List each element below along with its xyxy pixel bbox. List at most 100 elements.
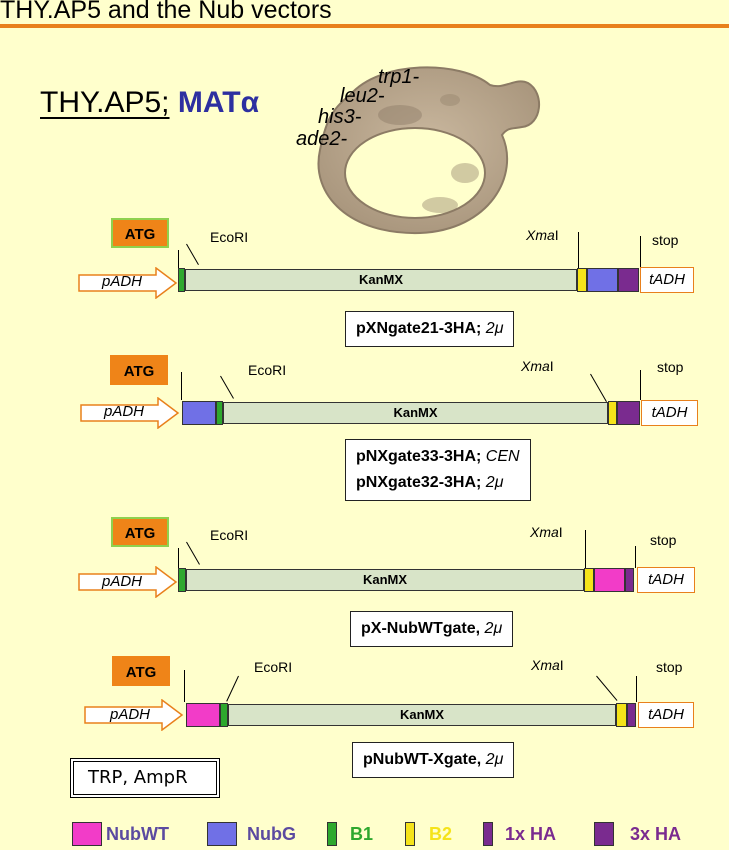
b2-block — [584, 568, 594, 592]
promoter-label: pADH — [102, 273, 143, 290]
promoter-arrow-2 — [80, 397, 180, 429]
xmai-italic: Xma — [521, 358, 550, 374]
ha-block — [627, 703, 636, 727]
gene-his3: his3- — [318, 106, 362, 128]
copy-number-alt: 2μ — [481, 474, 504, 491]
atg-pointer — [178, 250, 179, 268]
stop-label: stop — [657, 359, 684, 375]
b2-block — [616, 703, 627, 727]
construct-name: pXNgate21-3HA; — [356, 320, 482, 337]
selection-marker-box: TRP, AmpR — [70, 758, 220, 798]
ecori-pointer — [186, 243, 199, 266]
xmai-roman: I — [559, 657, 564, 673]
xmai-label: XmaI — [526, 227, 559, 243]
ecori-label: EcoRI — [210, 527, 249, 543]
xmai-label: XmaI — [521, 358, 554, 374]
ecori-label: EcoRI — [210, 229, 249, 245]
ecori-pointer — [226, 675, 239, 702]
construct-name-4: pNubWT-Xgate, 2μ — [352, 742, 515, 778]
ha-block — [618, 268, 639, 292]
promoter-arrow-1 — [78, 267, 178, 299]
terminator-box: tADH — [638, 702, 694, 728]
page-title: THY.AP5 and the Nub vectors — [0, 0, 332, 24]
nubg-block — [587, 268, 618, 292]
construct-name-alt: pNXgate32-3HA; — [356, 474, 482, 491]
xmai-italic: Xma — [526, 227, 555, 243]
construct-name: pNXgate33-3HA; — [356, 448, 482, 465]
b1-block — [178, 268, 185, 292]
ecori-label: EcoRI — [254, 659, 293, 675]
nubwt-block — [594, 568, 625, 592]
legend-label-b2: B2 — [429, 824, 453, 844]
legend-swatch-nubg — [207, 822, 237, 846]
atg-pointer — [181, 372, 182, 400]
legend-swatch-3xha — [594, 822, 614, 846]
construct-name-2: pNXgate33-3HA; CEN pNXgate32-3HA; 2μ — [345, 439, 531, 501]
atg-box: ATG — [110, 355, 168, 385]
atg-pointer — [178, 548, 179, 568]
xmai-pointer — [578, 232, 579, 268]
xmai-pointer — [590, 373, 607, 402]
copy-number: CEN — [481, 448, 520, 465]
terminator-box: tADH — [641, 400, 698, 426]
atg-box: ATG — [111, 218, 169, 248]
xmai-roman: I — [558, 524, 563, 540]
ecori-pointer — [186, 541, 200, 565]
atg-box: ATG — [111, 517, 169, 547]
gene-leu2: leu2- — [340, 85, 385, 107]
yeast-cell-image — [317, 66, 541, 235]
stop-label: stop — [652, 232, 679, 248]
construct-name: pNubWT-Xgate, — [363, 751, 482, 768]
construct-name: pX-NubWTgate, — [361, 620, 481, 637]
construct-name-1: pXNgate21-3HA; 2μ — [345, 311, 515, 347]
promoter-label: pADH — [110, 706, 151, 723]
xmai-label: XmaI — [531, 657, 564, 673]
legend-swatch-1xha — [483, 822, 493, 846]
stop-pointer — [640, 236, 641, 268]
xmai-roman: I — [549, 358, 554, 374]
ha-block — [625, 568, 634, 592]
kanmx-segment: KanMX — [228, 704, 616, 726]
b2-block — [577, 268, 587, 292]
legend-swatch-nubwt — [72, 822, 102, 846]
xmai-roman: I — [554, 227, 559, 243]
kanmx-segment: KanMX — [186, 569, 584, 591]
ecori-pointer — [220, 375, 234, 399]
legend-label-b1: B1 — [350, 824, 374, 844]
stop-label: stop — [650, 532, 677, 548]
xmai-italic: Xma — [531, 657, 560, 673]
nubg-block — [182, 401, 216, 425]
mating-type: MATα — [177, 86, 260, 119]
promoter-label: pADH — [102, 573, 143, 590]
legend-swatch-b1 — [327, 822, 337, 846]
stop-pointer — [636, 676, 637, 702]
strain-name: THY.AP5; — [40, 86, 170, 119]
stop-pointer — [635, 546, 636, 568]
xmai-pointer — [596, 675, 618, 701]
kanmx-segment: KanMX — [185, 269, 577, 291]
promoter-arrow-4 — [84, 699, 184, 731]
xmai-pointer — [585, 530, 586, 568]
xmai-label: XmaI — [530, 524, 563, 540]
gene-trp1: trp1- — [378, 66, 420, 88]
promoter-label: pADH — [104, 403, 145, 420]
legend-label-nubg: NubG — [247, 824, 296, 844]
kanmx-segment: KanMX — [223, 402, 608, 424]
b2-block — [608, 401, 617, 425]
stop-label: stop — [656, 659, 683, 675]
b1-block — [178, 568, 186, 592]
copy-number: 2μ — [480, 620, 503, 637]
xmai-italic: Xma — [530, 524, 559, 540]
legend-label-nubwt: NubWT — [106, 824, 169, 844]
terminator-box: tADH — [640, 267, 694, 293]
atg-box: ATG — [112, 656, 170, 686]
b1-block — [216, 401, 223, 425]
atg-pointer — [184, 670, 185, 702]
gene-ade2: ade2- — [296, 128, 348, 150]
legend-swatch-b2 — [405, 822, 415, 846]
ha-block — [617, 401, 640, 425]
nubwt-block — [186, 703, 220, 727]
copy-number: 2μ — [481, 751, 504, 768]
ecori-label: EcoRI — [248, 362, 287, 378]
title-divider — [0, 24, 729, 28]
